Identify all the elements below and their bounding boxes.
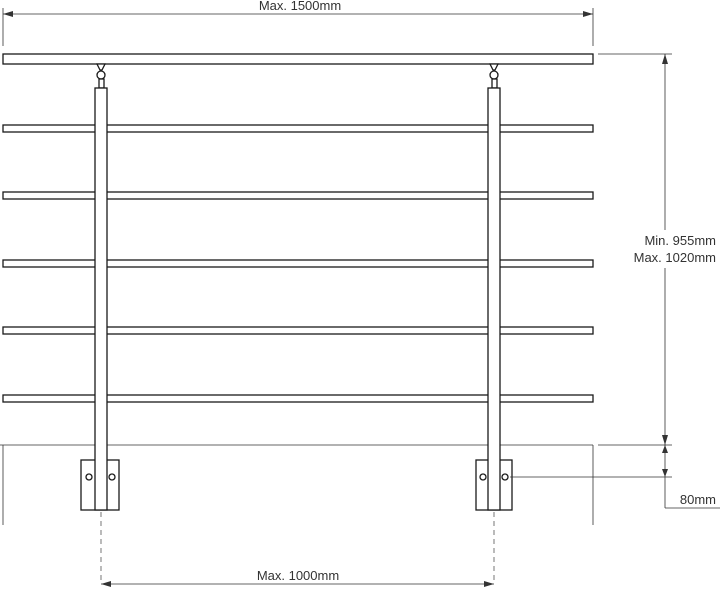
top-width-label-bg (243, 0, 359, 11)
height-max-label: Max. 1020mm (634, 250, 716, 265)
post-right (487, 87, 501, 511)
bracket-stem (98, 78, 105, 89)
arrow-right-icon (583, 11, 593, 17)
post-spacing-dimension: Max. 1000mm (101, 568, 494, 587)
arrow-up-icon (662, 445, 668, 453)
post-spacing-label: Max. 1000mm (257, 568, 339, 583)
infill-bar (2, 191, 594, 200)
infill-bar (2, 326, 594, 335)
height-dimension: Min. 955mm Max. 1020mm (598, 53, 720, 446)
arrow-up-icon (662, 54, 668, 64)
bolt-hole-icon (501, 473, 509, 481)
infill-bar (2, 259, 594, 268)
arrow-right-icon (484, 581, 494, 587)
bracket-stem (491, 78, 498, 89)
base-height-label: 80mm (680, 492, 716, 507)
bracket-saddle (488, 63, 500, 71)
bracket-saddle (95, 63, 107, 71)
bolt-hole-icon (479, 473, 487, 481)
post-spacing-label-bg (245, 568, 351, 581)
top-width-label: Max. 1500mm (259, 0, 341, 13)
arrow-down-icon (662, 435, 668, 445)
bracket-joint-icon (96, 70, 106, 80)
handrail-bracket-left (95, 63, 107, 89)
height-label-bg (632, 230, 720, 268)
bolt-hole-icon (85, 473, 93, 481)
post-left (94, 87, 108, 511)
arrow-down-icon (662, 469, 668, 477)
bracket-joint-icon (489, 70, 499, 80)
infill-bars (2, 124, 594, 403)
handrail (2, 53, 594, 65)
arrow-left-icon (101, 581, 111, 587)
infill-bar (2, 394, 594, 403)
top-width-dimension: Max. 1500mm (2, 0, 594, 46)
handrail-bracket-right (488, 63, 500, 89)
height-min-label: Min. 955mm (644, 233, 716, 248)
arrow-left-icon (3, 11, 13, 17)
bolt-hole-icon (108, 473, 116, 481)
base-height-dimension: 80mm (510, 445, 720, 509)
infill-bar (2, 124, 594, 133)
